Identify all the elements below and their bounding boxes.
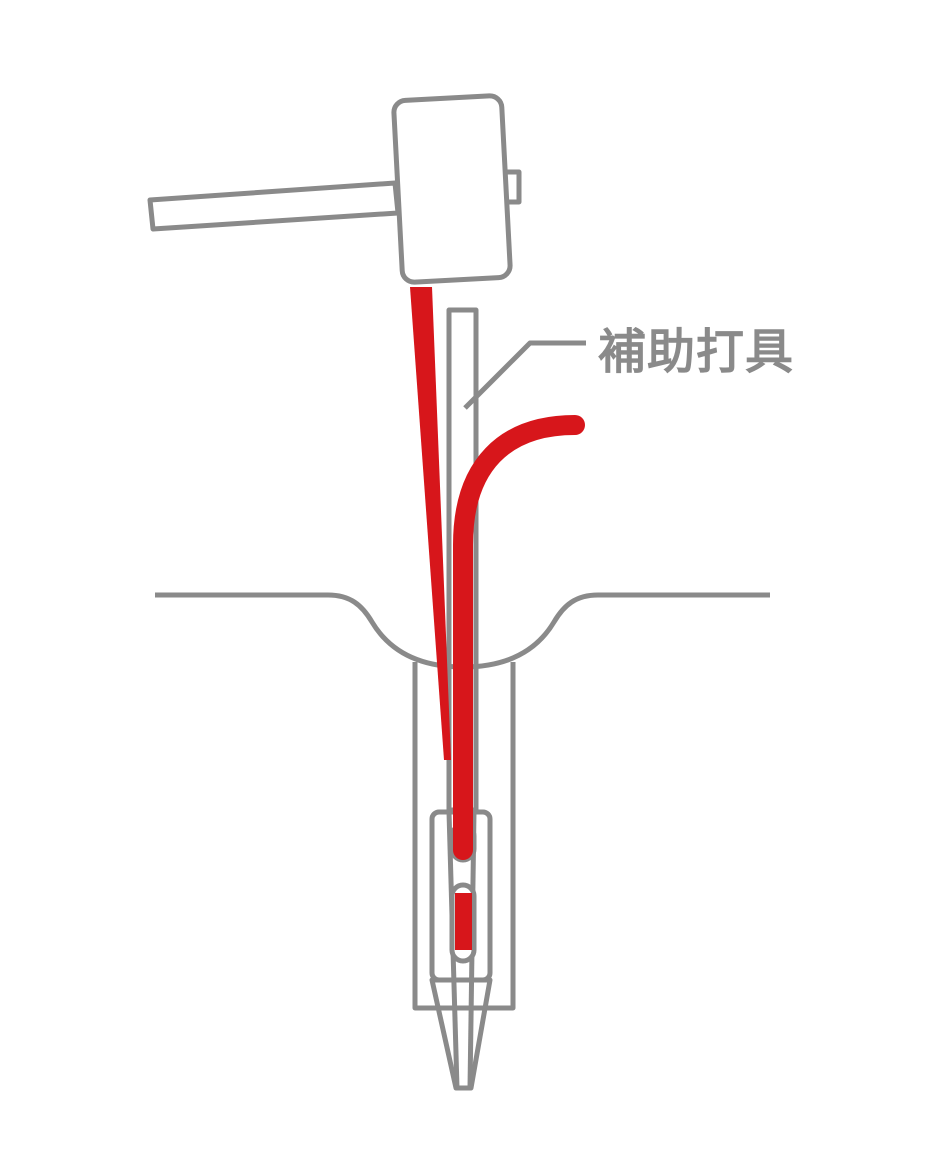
hammer-handle bbox=[147, 180, 401, 232]
hammer-head bbox=[391, 93, 513, 285]
anchor-tip bbox=[429, 977, 493, 1091]
label-leader-line bbox=[463, 340, 586, 410]
wire-straight bbox=[410, 287, 451, 760]
hole bbox=[412, 662, 516, 1011]
auxiliary-tool-label: 補助打具 bbox=[598, 324, 795, 380]
wire-curved bbox=[453, 415, 585, 860]
wire-segment-lower bbox=[455, 893, 472, 950]
